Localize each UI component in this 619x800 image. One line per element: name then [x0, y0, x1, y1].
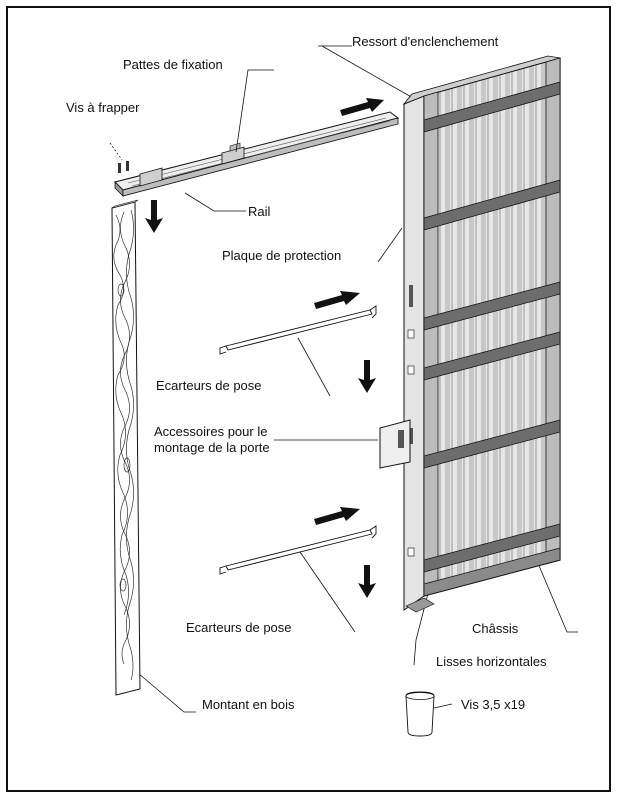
arrow-down-icon: [358, 565, 376, 598]
arrow-down-icon: [358, 360, 376, 393]
wooden-post: [111, 199, 141, 696]
screw-icon: [109, 142, 129, 173]
label-montant: Montant en bois: [202, 697, 295, 712]
label-accessoires: Accessoires pour le montage de la porte: [154, 424, 270, 455]
label-ecarteurs-1: Ecarteurs de pose: [156, 378, 262, 393]
spacer-bar-bottom: [219, 525, 377, 575]
spacer-bar-top: [219, 305, 377, 355]
arrow-right-icon: [314, 291, 360, 309]
label-ressort: Ressort d'enclenchement: [352, 34, 499, 49]
arrow-right-icon: [340, 98, 384, 116]
label-ecarteurs-2: Ecarteurs de pose: [186, 620, 292, 635]
label-lisses: Lisses horizontales: [436, 654, 547, 669]
screw-pack-icon: [405, 691, 453, 737]
label-pattes: Pattes de fixation: [123, 57, 223, 72]
label-vis-frapper: Vis à frapper: [66, 100, 140, 115]
label-plaque: Plaque de protection: [222, 248, 342, 263]
chassis: [402, 55, 561, 613]
label-rail: Rail: [248, 204, 271, 219]
arrow-down-icon: [145, 200, 163, 233]
label-chassis: Châssis: [472, 621, 519, 636]
label-vis-35: Vis 3,5 x19: [461, 697, 526, 712]
arrow-right-icon: [314, 507, 360, 525]
rail: [114, 111, 400, 197]
accessories-bag: [379, 419, 411, 469]
diagram-frame: [6, 6, 611, 792]
